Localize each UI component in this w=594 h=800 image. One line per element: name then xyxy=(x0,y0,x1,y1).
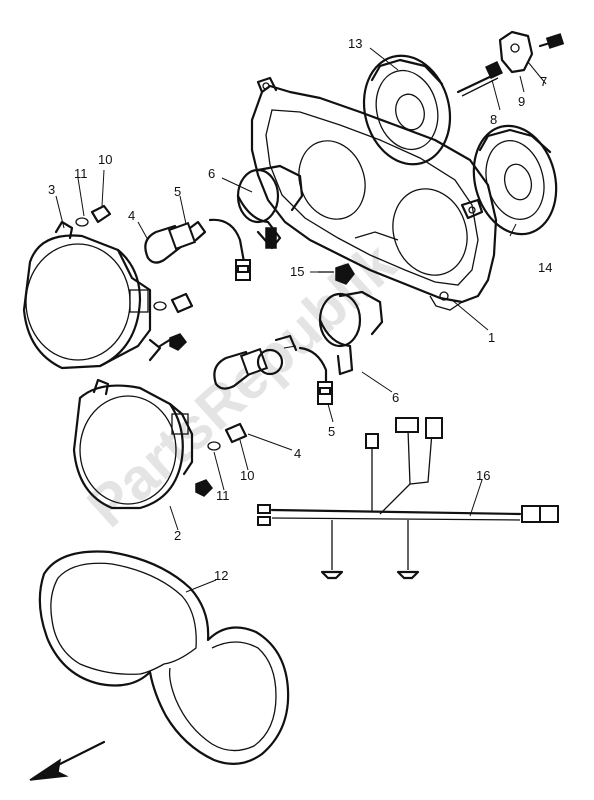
wiring-harness xyxy=(257,417,559,580)
adjuster-bracket xyxy=(456,30,565,97)
callout-9: 9 xyxy=(518,94,525,109)
callout-10-lower: 10 xyxy=(240,468,254,483)
callout-1: 1 xyxy=(488,330,495,345)
callout-4-lower: 4 xyxy=(294,446,301,461)
headlight-lens-lower xyxy=(72,378,194,510)
reflector-ring-13 xyxy=(362,54,452,166)
callout-13: 13 xyxy=(348,36,362,51)
callout-labels: 13 7 9 8 6 5 4 3 11 10 14 15 1 6 5 4 10 … xyxy=(48,36,552,583)
callout-6-upper: 6 xyxy=(208,166,215,181)
callout-11-lower: 11 xyxy=(216,488,230,503)
callout-15: 15 xyxy=(290,264,304,279)
bulb-socket-upper xyxy=(236,164,304,250)
callout-16: 16 xyxy=(476,468,490,483)
callout-5-upper: 5 xyxy=(174,184,181,199)
headlight-lens-upper xyxy=(22,220,162,370)
callout-3: 3 xyxy=(48,182,55,197)
trim-ring-12 xyxy=(38,550,290,765)
reflector-ring-14 xyxy=(472,124,558,236)
callout-5-lower: 5 xyxy=(328,424,335,439)
callout-6-lower: 6 xyxy=(392,390,399,405)
callout-10-upper: 10 xyxy=(98,152,112,167)
bulb-upper xyxy=(144,218,251,281)
callout-8: 8 xyxy=(490,112,497,127)
leader-lines xyxy=(55,47,547,593)
callout-4-upper: 4 xyxy=(128,208,135,223)
screws-upper xyxy=(75,204,194,351)
direction-arrow-icon xyxy=(29,740,106,781)
callout-14: 14 xyxy=(538,260,552,275)
callout-2: 2 xyxy=(174,528,181,543)
callout-7: 7 xyxy=(540,74,547,89)
callout-11-upper: 11 xyxy=(74,166,88,181)
screws-lower xyxy=(195,422,248,497)
bulb-lower xyxy=(213,334,333,405)
bulb-socket-lower xyxy=(318,290,384,376)
callout-12: 12 xyxy=(214,568,228,583)
